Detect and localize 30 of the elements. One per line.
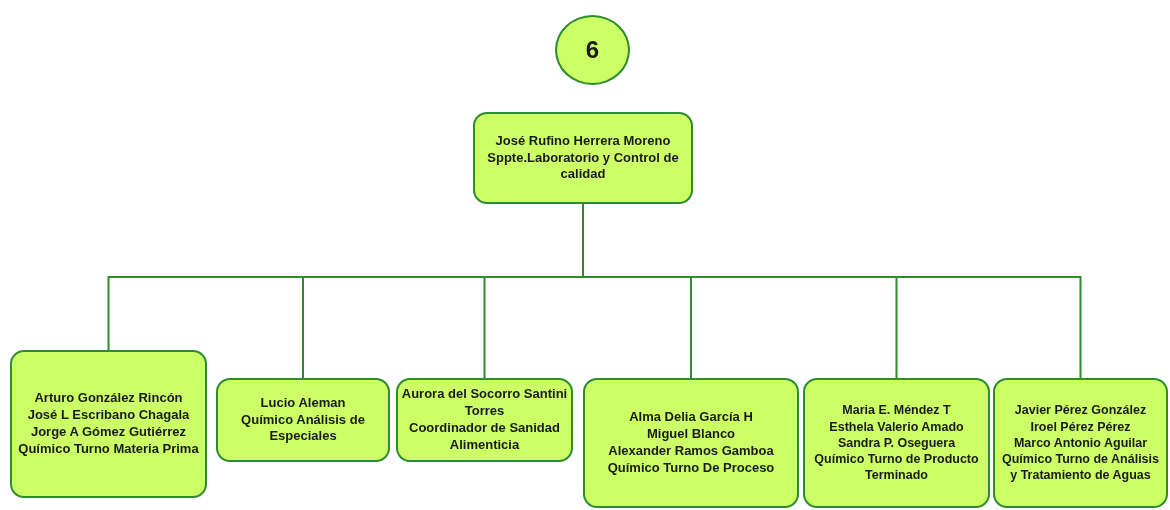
org-text: Lucio Aleman — [260, 394, 346, 412]
org-text: Químico Turno de Análisis y Tratamiento de Aguas — [1001, 451, 1160, 484]
org-text: Aurora del Socorro Santini Torres — [401, 386, 568, 420]
org-box — [473, 112, 693, 204]
number-label: 6 — [585, 35, 600, 66]
org-box — [993, 378, 1168, 508]
org-text: Alexander Ramos Gamboa — [608, 443, 774, 460]
org-text: José L Escribano Chagala — [27, 407, 190, 424]
org-text: Alma Delia García H — [629, 409, 753, 427]
org-text: Arturo González Rincón — [34, 390, 183, 408]
org-text: Sppte.Laboratorio y Control de calidad — [486, 149, 680, 184]
org-box — [10, 350, 207, 498]
org-box — [396, 378, 573, 462]
org-text: Sandra P. Oseguera — [837, 434, 956, 452]
org-text: Javier Pérez González — [1014, 402, 1147, 419]
org-text: Coordinador de Sanidad Alimenticia — [408, 420, 561, 454]
org-box — [583, 378, 799, 508]
org-text: Químico Turno De Proceso — [607, 459, 775, 477]
org-text: Maria E. Méndez T — [842, 402, 951, 419]
org-text: Jorge A Gómez Gutiérrez — [30, 424, 187, 441]
org-text: José Rufino Herrera Moreno — [495, 132, 671, 150]
org-text: Esthela Valerio Amado — [829, 418, 964, 435]
org-box — [216, 378, 390, 462]
org-text: Marco Antonio Aguilar — [1013, 434, 1148, 452]
org-text: Iroel Pérez Pérez — [1030, 418, 1131, 435]
org-text: Químico Turno Materia Prima — [18, 440, 199, 458]
org-text: Químico Turno de Producto Terminado — [813, 451, 980, 484]
org-text: Químico Análisis de Especiales — [240, 411, 366, 446]
org-text: Miguel Blanco — [646, 426, 736, 443]
org-box — [803, 378, 990, 508]
